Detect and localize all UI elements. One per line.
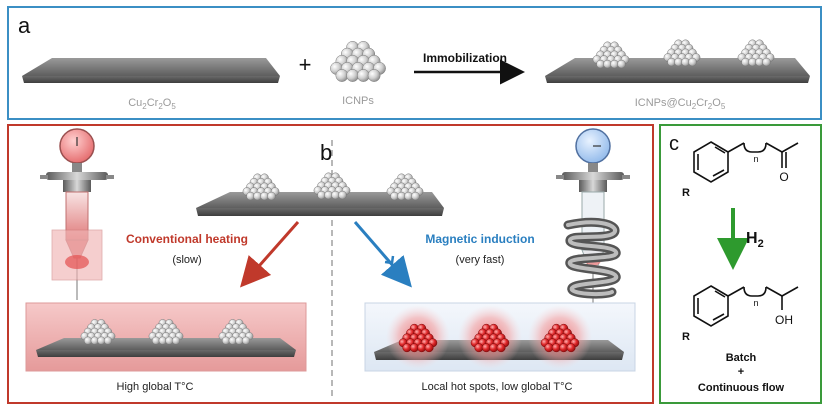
- hot-spot-cluster-3: [540, 323, 580, 353]
- nanoparticle-sphere: [171, 336, 181, 345]
- nanoparticle-sphere: [346, 69, 359, 82]
- conventional-heating-arrow: [240, 221, 300, 288]
- substrate-n-index: n: [753, 154, 758, 164]
- nanoparticle-sphere: [496, 343, 506, 353]
- product-cluster-2: [663, 39, 701, 67]
- center-cluster-1: [242, 173, 280, 201]
- nanoparticle-sphere: [489, 343, 499, 353]
- magnetic-induction-arrow: [353, 221, 412, 288]
- global-temperature-caption: High global T°C: [117, 381, 194, 393]
- nanoparticle-sphere: [566, 343, 576, 353]
- nanoparticle-label: ICNPs: [342, 95, 374, 107]
- support-slab: [22, 58, 280, 83]
- immobilization-label: Immobilization: [423, 51, 507, 65]
- center-cluster-2: [313, 172, 351, 200]
- coil-icon: [563, 217, 621, 299]
- product-cluster-1: [592, 41, 630, 69]
- nanoparticle-sphere: [409, 343, 419, 353]
- nanoparticle-sphere: [335, 69, 349, 82]
- plus-sign: +: [299, 52, 312, 77]
- product-cluster-3: [737, 39, 775, 67]
- magnetic-induction-speed: (very fast): [456, 254, 505, 266]
- mode-plus: +: [738, 366, 744, 378]
- h2-reagent: H2: [746, 230, 764, 250]
- hot-cluster-3: [218, 319, 254, 345]
- nanoparticle-sphere: [617, 59, 626, 69]
- substrate-r-group: R: [682, 187, 690, 199]
- panel-a-letter: a: [18, 13, 31, 38]
- support-label: Cu2Cr2O5: [128, 97, 176, 111]
- nanoparticle-sphere: [424, 343, 434, 353]
- panel-a-border: [7, 6, 822, 120]
- local-hot-spots-caption: Local hot spots, low global T°C: [422, 381, 573, 393]
- nanoparticle-cluster-icon: [330, 41, 386, 82]
- thermometer-red-icon: [40, 128, 114, 300]
- panel-b-letter: b: [320, 140, 332, 165]
- hot-spot-cluster-1: [398, 323, 438, 353]
- panel-c-letter: c: [669, 133, 679, 155]
- product-n-index: n: [753, 298, 758, 308]
- product-structure: [693, 285, 799, 327]
- nanoparticle-sphere: [357, 69, 370, 82]
- panel-c-border: [659, 124, 822, 404]
- nanoparticle-sphere: [367, 69, 381, 82]
- nanoparticle-sphere: [241, 336, 251, 345]
- nanoparticle-sphere: [402, 343, 412, 353]
- nanoparticle-sphere: [417, 343, 427, 353]
- mode-batch: Batch: [726, 352, 757, 364]
- hot-cluster-2: [148, 319, 184, 345]
- nanoparticle-sphere: [481, 343, 491, 353]
- nanoparticle-sphere: [103, 336, 113, 345]
- nanoparticle-sphere: [267, 191, 276, 201]
- nanoparticle-sphere: [544, 343, 554, 353]
- panel-b-border: [7, 124, 654, 404]
- conventional-heating-title: Conventional heating: [126, 232, 248, 246]
- nanoparticle-sphere: [762, 57, 771, 67]
- nanoparticle-sphere: [551, 343, 561, 353]
- conventional-heating-speed: (slow): [172, 254, 201, 266]
- nanoparticle-sphere: [338, 190, 347, 200]
- nanoparticle-sphere: [559, 343, 569, 353]
- center-cluster-3: [386, 173, 424, 201]
- substrate-structure: [693, 141, 799, 183]
- nanoparticle-sphere: [411, 191, 420, 201]
- product-hydroxyl: OH: [775, 313, 793, 327]
- substrate-oxygen: O: [779, 170, 788, 184]
- nanoparticle-sphere: [688, 57, 697, 67]
- product-r-group: R: [682, 331, 690, 343]
- mode-continuous-flow: Continuous flow: [698, 382, 785, 394]
- product-label: ICNPs@Cu2Cr2O5: [635, 97, 726, 111]
- hot-spot-cluster-2: [470, 323, 510, 353]
- magnetic-induction-title: Magnetic induction: [425, 232, 534, 246]
- nanoparticle-sphere: [474, 343, 484, 353]
- hot-cluster-1: [80, 319, 116, 345]
